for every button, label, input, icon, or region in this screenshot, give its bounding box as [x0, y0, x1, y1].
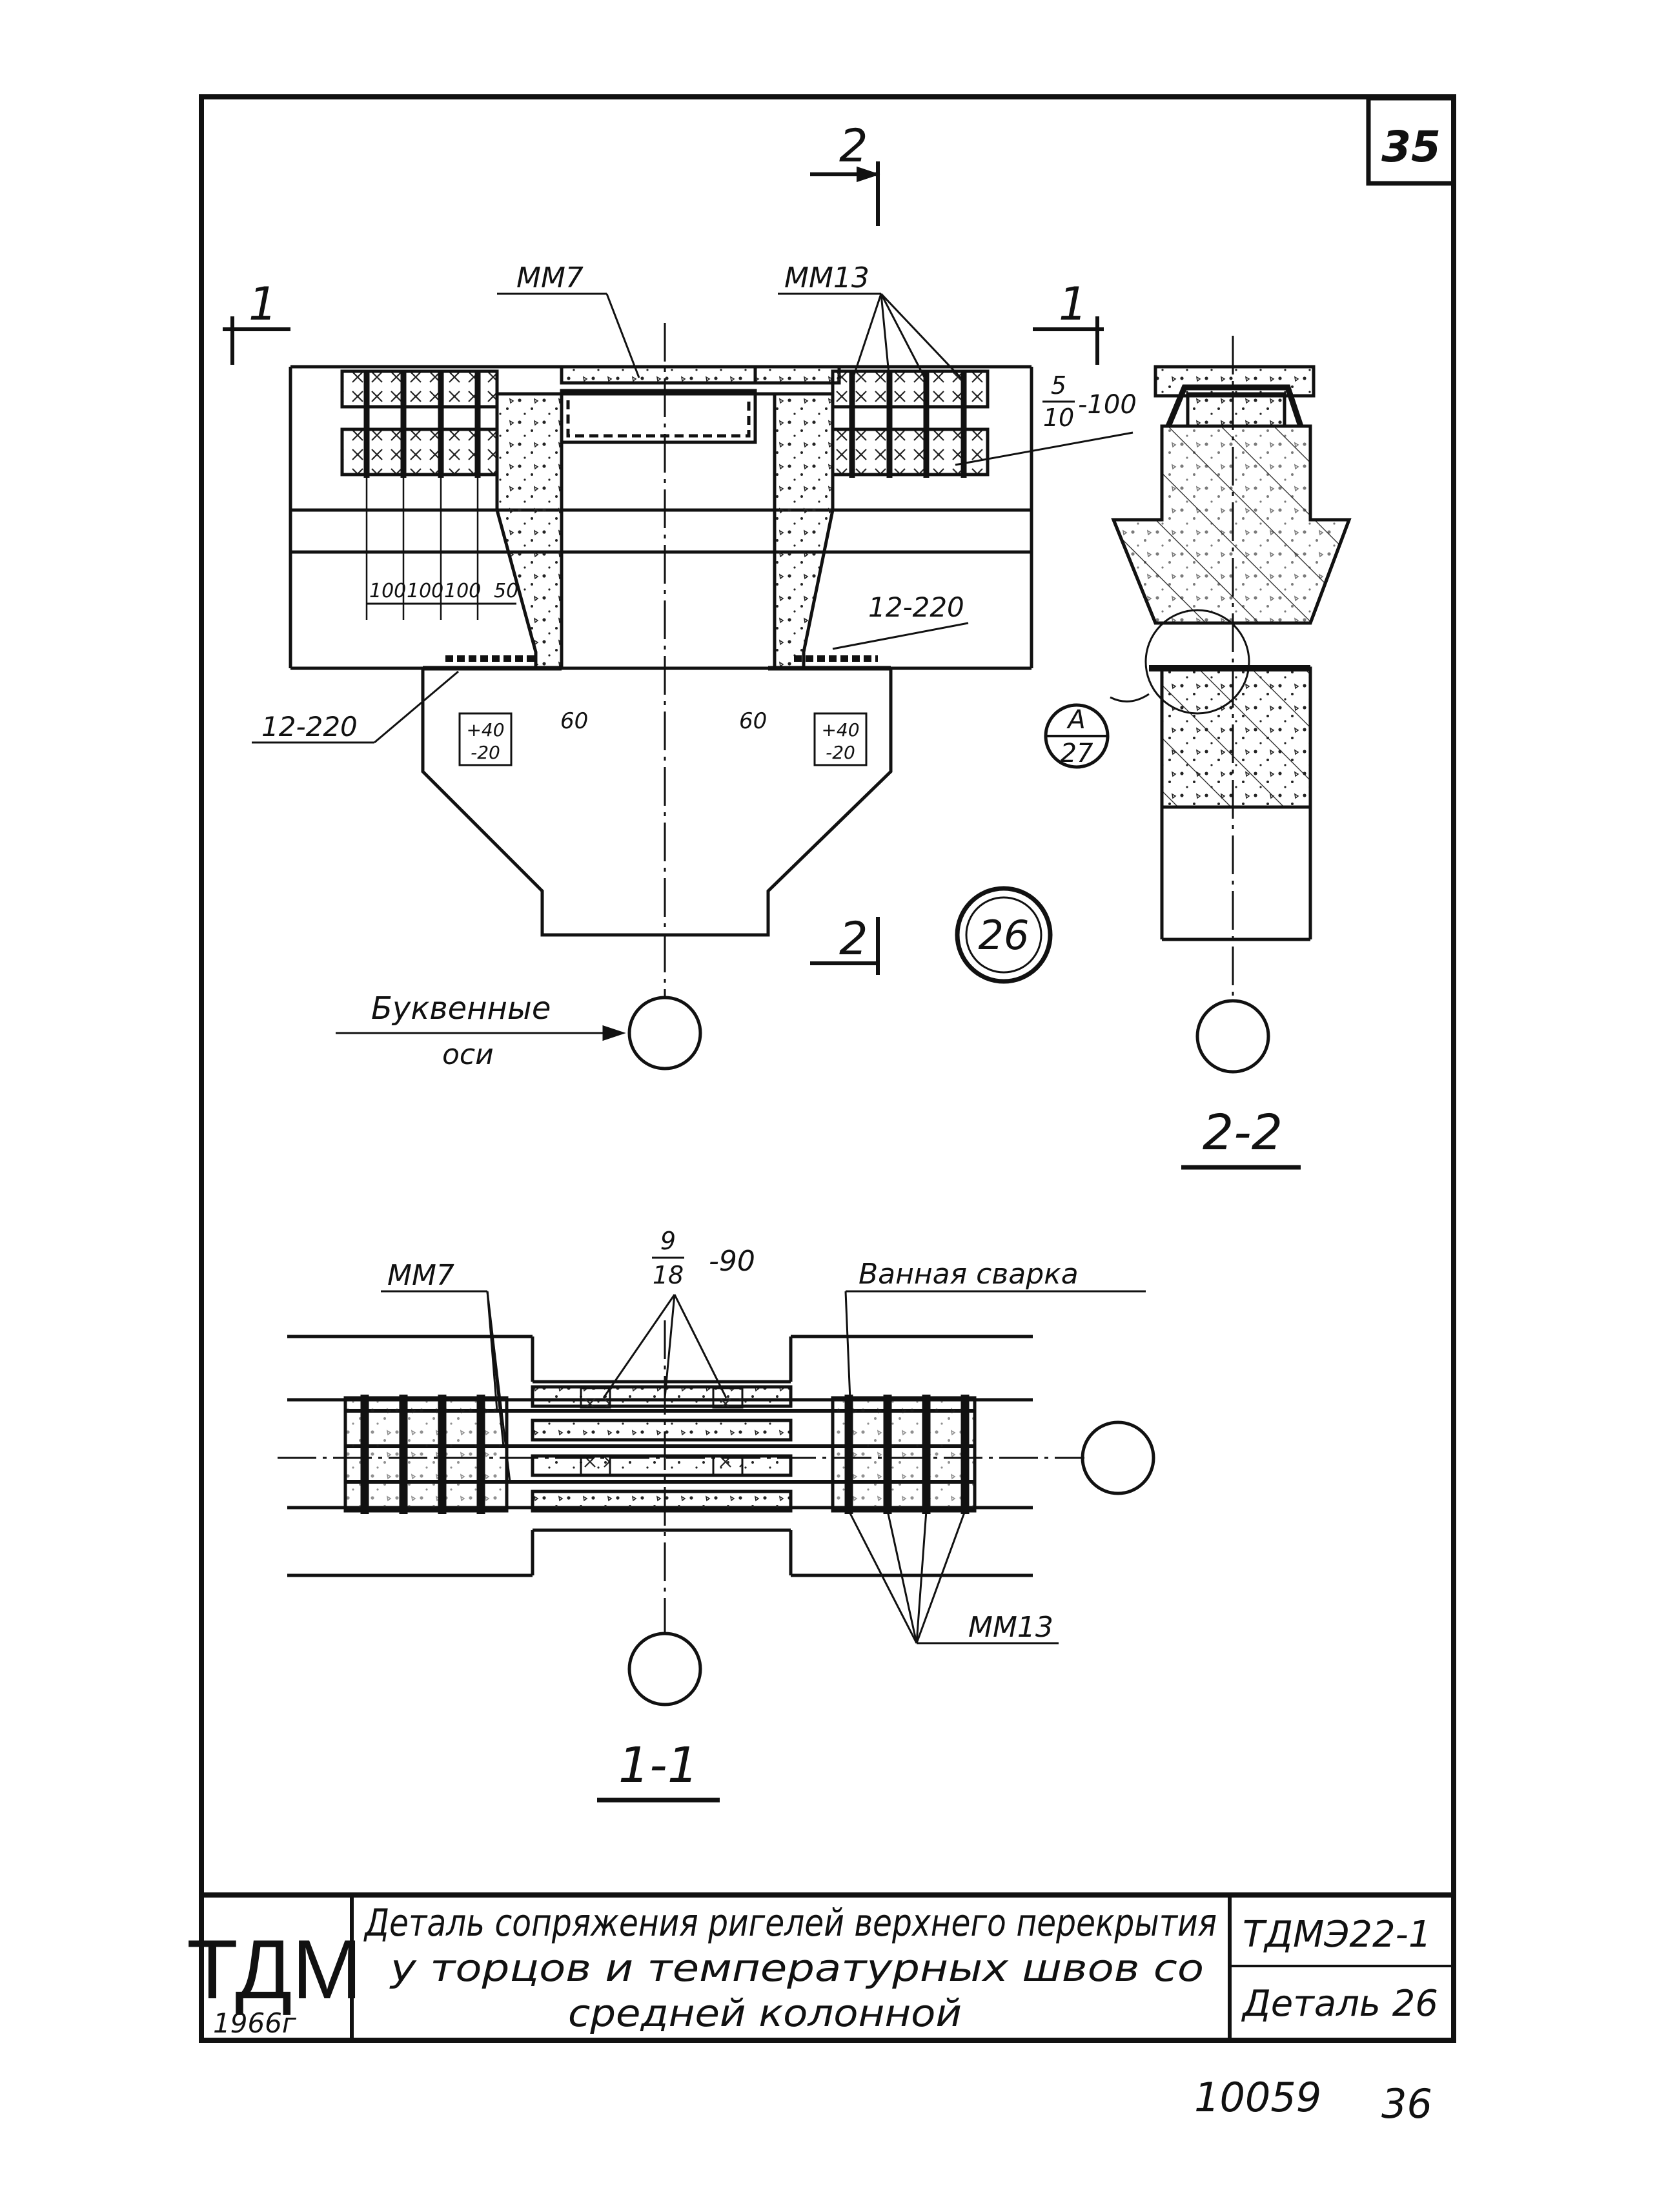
axes-note-arrow	[336, 1025, 626, 1041]
dim-100-c: 100	[444, 580, 481, 602]
section-cut-2-bottom	[810, 917, 880, 975]
dim-100-a: 100	[369, 580, 406, 602]
series-code: ТДМЭ22-1	[1243, 1914, 1431, 1956]
axis-bubble-plan-right	[1081, 1420, 1155, 1495]
axis-bubble-section-2-2	[1195, 999, 1270, 1074]
stamp-year: 1966г	[213, 2007, 297, 2039]
axis-lines-plan	[278, 1320, 1084, 1633]
section-cut-2-top	[810, 161, 880, 226]
section-1-1-view: ММ7 9 18 -90 Ванная сварка ММ13 1-1	[278, 1227, 1155, 1803]
org-logo: ТДМ	[187, 1922, 361, 2016]
section-cut-1-left	[223, 316, 290, 365]
svg-text:5: 5	[1051, 371, 1066, 400]
plan-stirrups	[360, 1395, 970, 1514]
plan-weld-marks	[580, 1387, 744, 1477]
tolerance-box-left: +40 -20	[458, 712, 513, 766]
dim-50: 50	[494, 580, 518, 602]
detail-number-badge	[955, 886, 1053, 984]
section-mark-1-left: 1	[249, 278, 278, 331]
svg-text:10: 10	[1043, 404, 1074, 432]
grout-infill	[495, 392, 835, 670]
page-number: 35	[1381, 122, 1441, 172]
dim-60-right: 60	[739, 708, 767, 734]
detail-number: 26	[979, 912, 1030, 959]
svg-text:+40: +40	[821, 719, 859, 741]
bottom-right-number: 36	[1381, 2080, 1432, 2127]
right-rebar-cage	[831, 369, 990, 478]
sheet-frame	[199, 94, 1456, 2043]
label-mm7-top: ММ7	[516, 261, 584, 294]
section-title-2-2: 2-2	[1203, 1103, 1283, 1161]
title-line-3: средней колонной	[568, 1991, 962, 2035]
section-mark-1-right: 1	[1059, 278, 1088, 331]
label-mm13-plan: ММ13	[968, 1611, 1053, 1644]
axis-bubble-elevation	[627, 996, 702, 1070]
fraction-stirrups: 5 10 -100	[1042, 371, 1137, 432]
svg-text:-100: -100	[1078, 390, 1137, 420]
fraction-weld: 9 18 -90	[652, 1227, 755, 1289]
axes-note-line2: оси	[442, 1038, 494, 1071]
label-bath-weld: Ванная сварка	[859, 1258, 1079, 1291]
elevation-view: 2 1 1	[223, 119, 1137, 1071]
section-cut-1-right	[1033, 316, 1104, 365]
title-line-2: у торцов и температурных швов со	[389, 1946, 1204, 1990]
svg-text:-20: -20	[471, 742, 500, 763]
dim-100-b: 100	[407, 580, 443, 602]
svg-text:-90: -90	[709, 1245, 755, 1278]
leaders-elevation	[252, 292, 1133, 744]
column-elevation	[421, 655, 893, 937]
label-mm13-top: ММ13	[784, 261, 869, 294]
label-mm7-plan: ММ7	[387, 1259, 454, 1292]
title-line-1: Деталь сопряжения ригелей верхнего перек…	[363, 1901, 1217, 1945]
tolerance-box-right: +40 -20	[813, 712, 868, 766]
rebar-label-right: 12-220	[868, 591, 964, 623]
section-mark-2-bottom: 2	[839, 912, 868, 965]
svg-text:9: 9	[660, 1227, 676, 1255]
leaders-plan	[381, 1290, 1146, 1644]
svg-text:-20: -20	[826, 742, 855, 763]
svg-text:+40: +40	[466, 719, 504, 741]
axis-bubble-plan-bottom	[627, 1632, 702, 1706]
section-title-1-1: 1-1	[618, 1736, 698, 1794]
section-2-2-view: А 27 2-2	[1044, 336, 1352, 1170]
detail-callout-a27: А 27	[1044, 703, 1110, 769]
bottom-left-number: 10059	[1194, 2074, 1321, 2121]
svg-text:18: 18	[653, 1261, 684, 1289]
axes-note-line1: Буквенные	[371, 990, 551, 1027]
section-mark-2-top: 2	[839, 119, 868, 172]
title-block	[201, 1892, 1454, 2040]
svg-text:А: А	[1066, 705, 1085, 735]
detail-code: Деталь 26	[1241, 1983, 1438, 2025]
svg-text:27: 27	[1061, 739, 1093, 768]
rebar-label-left: 12-220	[261, 711, 358, 742]
dim-60-left: 60	[560, 708, 588, 734]
